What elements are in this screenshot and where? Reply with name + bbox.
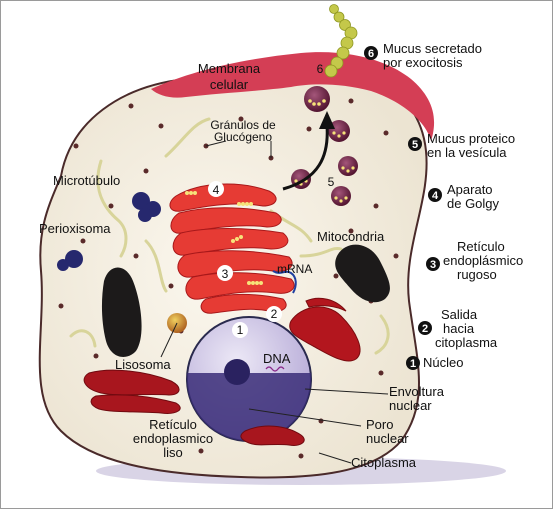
pointer-lines	[160, 140, 389, 464]
labels: Membrana celular Gránulos de Glucógeno M…	[39, 61, 445, 470]
label-reticulo-liso-2: endoplasmico	[133, 431, 213, 446]
inline-number-6: 6	[317, 62, 324, 76]
golgi-apparatus	[169, 183, 295, 314]
step-3-line-3: rugoso	[457, 267, 497, 282]
step-4: 4 Aparato de Golgy	[428, 182, 500, 211]
step-6-line-1: Mucus secretado	[383, 41, 482, 56]
label-reticulo-liso-3: liso	[163, 445, 183, 460]
label-membrana-celular-1: Membrana	[198, 61, 261, 76]
step-4-number: 4	[432, 190, 439, 202]
label-granulos-2: Glucógeno	[214, 130, 272, 144]
label-envoltura-2: nuclear	[389, 398, 432, 413]
label-mitocondria: Mitocondria	[317, 229, 385, 244]
exocytosis-mucus-chain	[324, 4, 358, 78]
step-4-line-1: Aparato	[447, 182, 493, 197]
label-citoplasma: Citoplasma	[351, 455, 417, 470]
label-poro-1: Poro	[366, 417, 393, 432]
step-6-number: 6	[368, 48, 374, 60]
step-3-line-1: Retículo	[457, 239, 505, 254]
step-legend: 6 Mucus secretado por exocitosis 5 Mucus…	[364, 41, 523, 370]
label-perioxisoma: Perioxisoma	[39, 221, 111, 236]
microtubules	[69, 117, 390, 355]
step-3-line-2: endoplásmico	[443, 253, 523, 268]
inline-number-1: 1	[237, 323, 244, 337]
membrane-band	[151, 52, 435, 141]
step-3-number: 3	[430, 259, 436, 271]
step-2-line-3: citoplasma	[435, 335, 498, 350]
step-4-line-2: de Golgy	[447, 196, 500, 211]
step-2-line-2: hacia	[443, 321, 475, 336]
mrna-strand	[272, 270, 297, 294]
inline-number-2: 2	[271, 307, 278, 321]
label-microtubulo: Microtúbulo	[53, 173, 120, 188]
step-2-line-1: Salida	[441, 307, 478, 322]
step-5-line-1: Mucus proteico	[427, 131, 515, 146]
label-poro-2: nuclear	[366, 431, 409, 446]
secretory-vesicles	[291, 86, 358, 206]
label-mrna: mRNA	[277, 262, 312, 276]
golgi-vesicle-beads	[185, 191, 263, 285]
secretion-arrow	[282, 125, 329, 191]
step-2: 2 Salida hacia citoplasma	[418, 307, 498, 350]
rough-endoplasmic-reticulum	[289, 297, 361, 362]
inline-number-5: 5	[328, 175, 335, 189]
mitochondria	[101, 244, 390, 357]
label-membrana-celular-2: celular	[210, 77, 249, 92]
inline-number-3: 3	[222, 267, 229, 281]
label-lisosoma: Lisosoma	[115, 357, 171, 372]
step-5-number: 5	[412, 139, 418, 151]
step-5: 5 Mucus proteico en la vesícula	[408, 131, 515, 160]
secretion-arrowhead	[319, 111, 335, 129]
label-envoltura-1: Envoltura	[389, 384, 445, 399]
inline-numbers: 1 2 3 4 5 6	[208, 62, 335, 338]
step-6: 6 Mucus secretado por exocitosis	[364, 41, 482, 70]
label-dna: DNA	[263, 351, 291, 366]
label-granulos-1: Gránulos de	[210, 118, 276, 132]
inline-number-4: 4	[213, 183, 220, 197]
step-1-number: 1	[410, 358, 416, 370]
step-3: 3 Retículo endoplásmico rugoso	[426, 239, 523, 282]
step-1-line-1: Núcleo	[423, 355, 463, 370]
step-6-line-2: por exocitosis	[383, 55, 463, 70]
peroxisomes	[57, 192, 161, 271]
step-5-line-2: en la vesícula	[427, 145, 507, 160]
smooth-endoplasmic-reticulum	[83, 369, 305, 446]
step-1: 1 Núcleo	[406, 355, 463, 370]
label-reticulo-liso-1: Retículo	[149, 417, 197, 432]
step-2-number: 2	[422, 323, 428, 335]
